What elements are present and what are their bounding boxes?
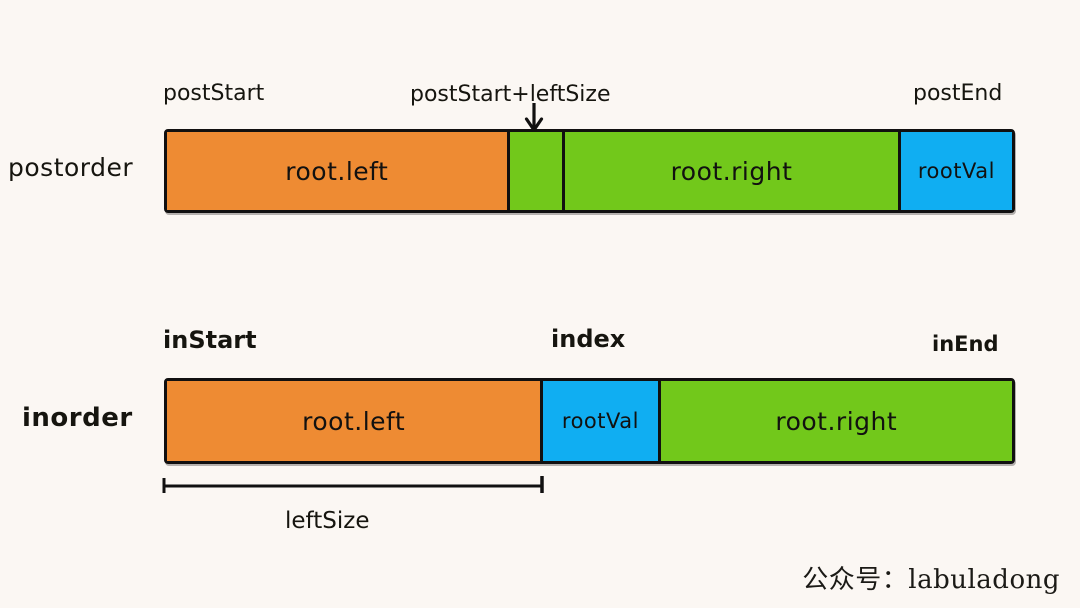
inorder-segment-root-right: root.right <box>657 381 1012 461</box>
caption-post-start: postStart <box>163 81 265 106</box>
inorder-segment-rootval: rootVal <box>540 381 658 461</box>
postorder-array: root.left root.right rootVal <box>164 129 1015 213</box>
caption-in-end: inEnd <box>932 332 999 356</box>
inorder-segment-root-left: root.left <box>167 381 541 461</box>
postorder-segment-root-left: root.left <box>167 132 507 210</box>
caption-in-start: inStart <box>163 326 257 354</box>
inorder-row-label: inorder <box>22 403 133 433</box>
down-arrow-icon <box>524 103 544 131</box>
postorder-segment-gap <box>506 132 563 210</box>
segment-label: rootVal <box>917 159 995 183</box>
inorder-array: root.left rootVal root.right <box>164 378 1015 464</box>
postorder-segment-root-right: root.right <box>562 132 898 210</box>
segment-label: rootVal <box>561 409 639 433</box>
postorder-row-label: postorder <box>8 153 134 182</box>
segment-label: root.left <box>285 156 389 186</box>
caption-leftsize: leftSize <box>285 508 370 534</box>
segment-label: root.right <box>775 406 898 436</box>
leftsize-bracket <box>162 476 544 493</box>
caption-post-start-plus-leftsize: postStart+leftSize <box>410 82 611 107</box>
watermark: 公众号：labuladong <box>802 565 1060 595</box>
caption-index: index <box>551 325 626 353</box>
segment-label: root.left <box>302 406 406 436</box>
segment-label: root.right <box>670 156 793 186</box>
postorder-segment-rootval: rootVal <box>897 132 1012 210</box>
caption-post-end: postEnd <box>913 81 1003 106</box>
